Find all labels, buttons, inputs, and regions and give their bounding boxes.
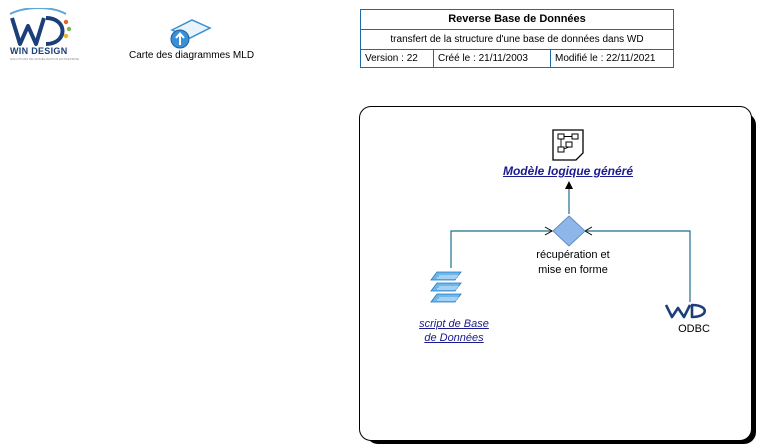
process-label: récupération et mise en forme xyxy=(515,248,631,278)
map-up-arrow-icon[interactable] xyxy=(168,18,214,50)
version-cell: Version : 22 xyxy=(361,50,434,68)
windesign-logo xyxy=(9,8,72,46)
input-odbc-label: ODBC xyxy=(678,323,710,335)
script-label-line2[interactable]: de Données xyxy=(424,332,484,344)
script-label-line1[interactable]: script de Base xyxy=(419,318,489,330)
header-info-table: Reverse Base de Données transfert de la … xyxy=(360,9,674,68)
diagram-frame xyxy=(359,106,752,441)
connector-odbc-to-process xyxy=(585,230,691,302)
diagram-title: Reverse Base de Données xyxy=(361,10,673,30)
diagram-subtitle: transfert de la structure d'une base de … xyxy=(361,30,673,50)
process-label-line1: récupération et xyxy=(536,249,610,261)
process-label-line2: mise en forme xyxy=(538,264,608,276)
input-script-label[interactable]: script de Base de Données xyxy=(400,317,508,345)
arrowhead-up xyxy=(565,181,573,189)
logo-brand-text: WIN DESIGN xyxy=(10,46,68,56)
script-stack-icon[interactable] xyxy=(430,271,462,303)
meta-row: Version : 22 Créé le : 21/11/2003 Modifi… xyxy=(361,50,673,68)
modified-cell: Modifié le : 22/11/2021 xyxy=(555,53,656,64)
connectors xyxy=(450,186,691,302)
logo-tagline: SOLUTIONS DE MODÉLISATION ENTREPRISE xyxy=(10,57,80,61)
decision-diamond-icon[interactable] xyxy=(552,215,586,247)
created-cell: Créé le : 21/11/2003 xyxy=(434,50,551,68)
logical-model-document-icon[interactable] xyxy=(552,129,584,161)
connector-script-to-process xyxy=(450,230,552,268)
map-link-label[interactable]: Carte des diagrammes MLD xyxy=(129,50,255,61)
output-model-label[interactable]: Modèle logique généré xyxy=(502,164,634,178)
arrowhead-left xyxy=(544,226,554,236)
diagram-canvas xyxy=(430,129,707,319)
wd-odbc-logo-icon[interactable] xyxy=(664,303,707,319)
